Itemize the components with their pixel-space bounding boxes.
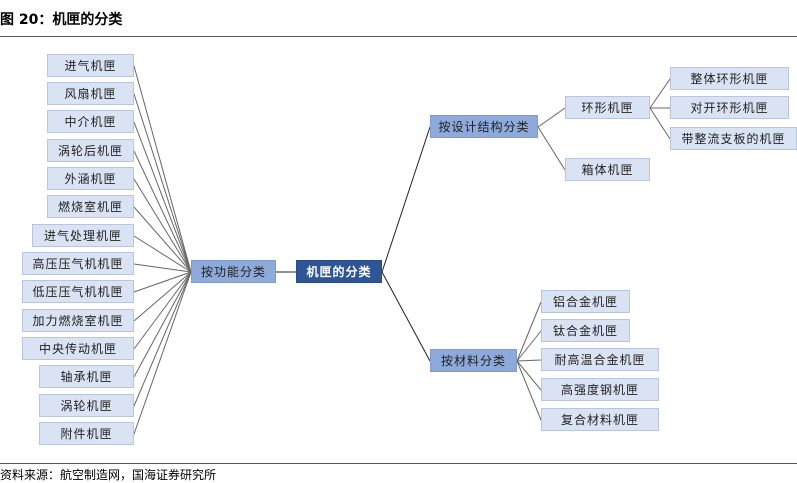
node-function-item: 风扇机匣 xyxy=(47,82,134,105)
node-material-item: 耐高温合金机匣 xyxy=(541,348,659,371)
node-ring-item: 整体环形机匣 xyxy=(670,67,789,90)
node-by-structure: 按设计结构分类 xyxy=(430,115,538,138)
node-function-item: 附件机匣 xyxy=(39,422,134,445)
node-material-item: 铝合金机匣 xyxy=(541,290,630,313)
node-function-item: 轴承机匣 xyxy=(39,365,134,388)
node-ring-item: 对开环形机匣 xyxy=(670,96,789,119)
node-function-item: 进气处理机匣 xyxy=(32,224,134,247)
node-ring-item: 带整流支板的机匣 xyxy=(670,127,797,150)
node-function-item: 涡轮后机匣 xyxy=(47,139,134,162)
node-function-item: 外涵机匣 xyxy=(47,167,134,190)
node-by-material: 按材料分类 xyxy=(430,349,517,372)
node-function-item: 中央传动机匣 xyxy=(22,337,134,360)
source-note: 资料来源：航空制造网，国海证券研究所 xyxy=(0,468,217,482)
node-function-item: 燃烧室机匣 xyxy=(47,195,134,218)
figure-title: 图 20：机匣的分类 xyxy=(0,12,123,28)
node-function-item: 加力燃烧室机匣 xyxy=(22,309,134,332)
node-function-item: 高压压气机机匣 xyxy=(22,252,134,275)
node-function-item: 涡轮机匣 xyxy=(39,394,134,417)
node-by-function: 按功能分类 xyxy=(191,260,276,283)
node-function-item: 低压压气机机匣 xyxy=(22,280,134,303)
node-function-item: 中介机匣 xyxy=(47,110,134,133)
node-function-item: 进气机匣 xyxy=(47,54,134,77)
node-ring-casing: 环形机匣 xyxy=(565,96,650,119)
title-divider xyxy=(0,36,797,37)
node-root: 机匣的分类 xyxy=(296,260,382,283)
node-material-item: 钛合金机匣 xyxy=(541,319,630,342)
node-material-item: 复合材料机匣 xyxy=(541,408,659,431)
footer-divider xyxy=(0,463,797,464)
node-material-item: 高强度钢机匣 xyxy=(541,378,659,401)
node-box-casing: 箱体机匣 xyxy=(565,158,650,181)
